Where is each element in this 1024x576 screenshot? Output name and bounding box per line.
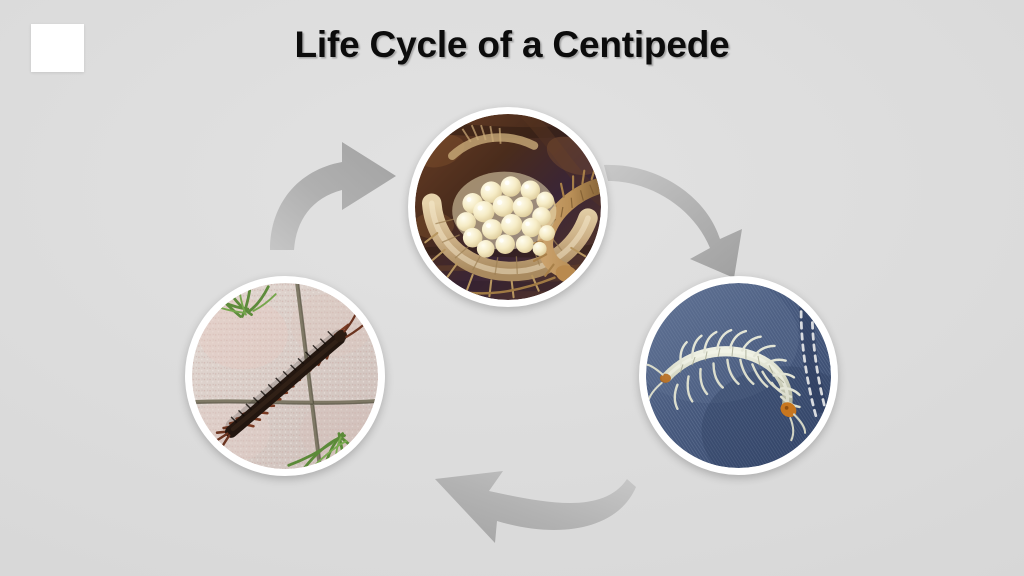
arrow-adult-to-egg — [264, 128, 434, 250]
cycle-node-adult[interactable] — [185, 276, 385, 476]
page-title: Life Cycle of a Centipede — [294, 24, 730, 65]
arrow-nymph-to-adult — [405, 445, 640, 550]
nymph-stage-photo — [646, 283, 831, 468]
logo-placeholder[interactable] — [31, 24, 84, 72]
arrow-egg-to-nymph — [600, 145, 775, 280]
cycle-node-nymph[interactable] — [639, 276, 838, 475]
egg-stage-photo — [415, 114, 601, 300]
adult-stage-photo — [192, 283, 378, 469]
cycle-node-egg[interactable] — [408, 107, 608, 307]
